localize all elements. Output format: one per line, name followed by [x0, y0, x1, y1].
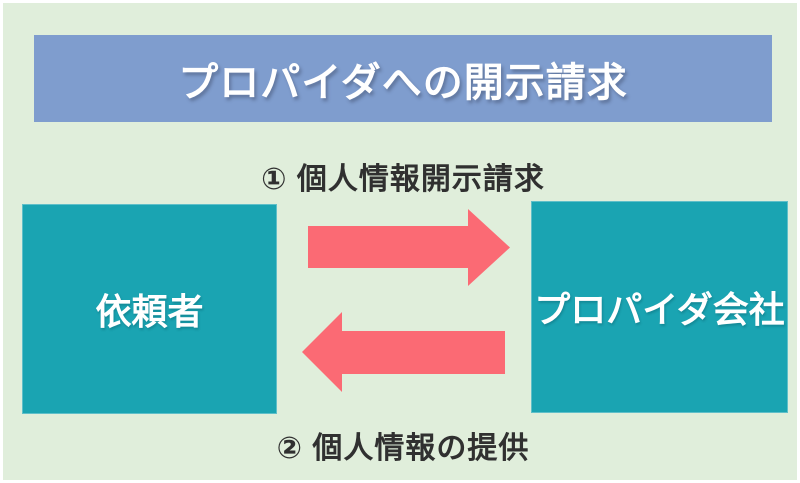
arrow-right-icon	[308, 209, 510, 286]
provider-box: プロパイダ会社	[531, 201, 788, 413]
requester-box-label: 依頼者	[95, 291, 204, 332]
title-banner: プロパイダへの開示請求	[34, 35, 772, 122]
requester-box: 依頼者	[22, 204, 277, 414]
provider-box-label: プロパイダ会社	[534, 289, 785, 330]
arrow-left-icon	[302, 312, 505, 392]
arrow-forward-label: ① 個人情報開示請求	[261, 163, 545, 196]
arrow-back-label: ② 個人情報の提供	[276, 432, 530, 465]
diagram-canvas: プロパイダへの開示請求 ① 個人情報開示請求 依頼者 プロパイダ会社 ② 個人情…	[3, 3, 797, 480]
page-title: プロパイダへの開示請求	[178, 60, 628, 105]
